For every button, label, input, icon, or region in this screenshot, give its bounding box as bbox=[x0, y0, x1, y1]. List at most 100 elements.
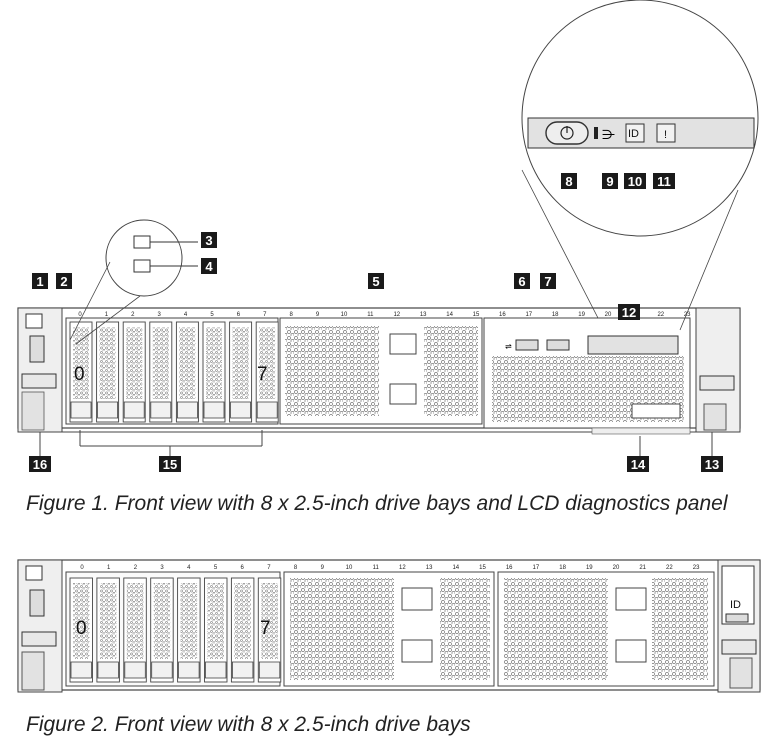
fig2-drive-vent-5 bbox=[207, 583, 224, 659]
bay-number-2: 2 bbox=[131, 312, 135, 318]
callout-label-12: 12 bbox=[622, 305, 636, 320]
vent-a-fig2 bbox=[290, 578, 394, 680]
operator-panel-icon bbox=[25, 313, 43, 329]
bay-number-14: 14 bbox=[446, 312, 453, 318]
fig2-bay-number-12: 12 bbox=[399, 565, 406, 571]
fig2-drive-vent-7 bbox=[261, 583, 278, 659]
callout-badge-10 bbox=[624, 173, 646, 189]
fig2-drive-vent-6 bbox=[234, 583, 251, 659]
callout-badge-13 bbox=[701, 456, 723, 472]
bay-number-0: 0 bbox=[78, 312, 82, 318]
right-handle bbox=[703, 403, 727, 431]
callout-label-15: 15 bbox=[163, 457, 177, 472]
zoom-line-left bbox=[521, 169, 599, 319]
vent-b-fig2 bbox=[440, 578, 490, 680]
callout-badge-9 bbox=[602, 173, 618, 189]
callout-label-4: 4 bbox=[205, 259, 213, 274]
callout-label-5: 5 bbox=[372, 274, 379, 289]
bay-number-17: 17 bbox=[525, 312, 532, 318]
fig2-bay-number-9: 9 bbox=[321, 565, 325, 571]
fig2-bay-number-17: 17 bbox=[533, 565, 540, 571]
callout-badge-12 bbox=[618, 304, 640, 320]
drive-vent-0 bbox=[73, 327, 89, 399]
fig2-bay-number-22: 22 bbox=[666, 565, 673, 571]
rack-latch-2 bbox=[21, 631, 57, 647]
fig2-bay-number-5: 5 bbox=[214, 565, 218, 571]
bay-number-8: 8 bbox=[290, 312, 294, 318]
fig2-bay-number-13: 13 bbox=[426, 565, 433, 571]
id-label: ID bbox=[628, 128, 639, 140]
vent-right bbox=[424, 326, 478, 416]
bay-number-4: 4 bbox=[184, 312, 188, 318]
fig2-bay-number-11: 11 bbox=[373, 565, 380, 571]
filler-latch-top bbox=[389, 333, 417, 355]
fig2-drive-handle-7 bbox=[258, 661, 281, 679]
callout-badge-14 bbox=[627, 456, 649, 472]
bay-number-15: 15 bbox=[473, 312, 480, 318]
lcd-panel-mini bbox=[587, 335, 679, 355]
fig2-drive-vent-4 bbox=[180, 583, 198, 659]
vga-connector bbox=[29, 335, 45, 363]
drive-vent-5 bbox=[206, 327, 222, 399]
zoom-line-right bbox=[679, 189, 739, 331]
callout-badge-2 bbox=[56, 273, 72, 289]
fig2-drive-vent-1 bbox=[99, 583, 117, 659]
callout-label-2: 2 bbox=[60, 274, 67, 289]
fig2-bay-number-8: 8 bbox=[294, 565, 298, 571]
drive-handle-7 bbox=[256, 401, 278, 419]
callout-label-8: 8 bbox=[565, 174, 572, 189]
drive-label-first-2: 0 bbox=[76, 618, 87, 639]
drive-handle-4 bbox=[176, 401, 198, 419]
fig2-drive-handle-0 bbox=[70, 661, 92, 679]
callout-badge-7 bbox=[540, 273, 556, 289]
fig2-drive-handle-1 bbox=[97, 661, 119, 679]
callout-label-1: 1 bbox=[36, 274, 43, 289]
callout-label-9: 9 bbox=[606, 174, 613, 189]
fault-icon: ! bbox=[664, 129, 667, 141]
fig2-drive-handle-2 bbox=[124, 661, 146, 679]
usb-icon: ⇌ bbox=[505, 342, 512, 351]
bay-number-10: 10 bbox=[341, 312, 348, 318]
fig2-drive-handle-6 bbox=[231, 661, 254, 679]
magnifier-line-b bbox=[75, 295, 141, 345]
lcd-handle bbox=[591, 427, 691, 435]
drive-vent-6 bbox=[232, 327, 249, 399]
fig2-bay-number-2: 2 bbox=[134, 565, 138, 571]
callout-badge-4 bbox=[201, 258, 217, 274]
network-led bbox=[594, 127, 598, 139]
callout-badge-8 bbox=[561, 173, 577, 189]
bay-number-12: 12 bbox=[393, 312, 400, 318]
figure-1-caption: Figure 1. Front view with 8 x 2.5-inch d… bbox=[26, 492, 728, 515]
left-handle-2 bbox=[21, 651, 45, 691]
drive-handle-1 bbox=[97, 401, 118, 419]
fig2-drive-handle-3 bbox=[151, 661, 173, 679]
fig2-bay-number-0: 0 bbox=[80, 565, 84, 571]
bay-number-1: 1 bbox=[105, 312, 109, 318]
fig2-bay-number-7: 7 bbox=[267, 565, 271, 571]
fig2-bay-number-23: 23 bbox=[693, 565, 700, 571]
right-latch-2 bbox=[721, 639, 757, 655]
callout-label-3: 3 bbox=[205, 233, 212, 248]
fig2-drive-handle-5 bbox=[205, 661, 227, 679]
drive-handle-5 bbox=[203, 401, 225, 419]
drive-label-last-2: 7 bbox=[260, 618, 271, 639]
fig2-bay-number-10: 10 bbox=[346, 565, 353, 571]
fig2-drive-handle-4 bbox=[178, 661, 200, 679]
figure-2-caption: Figure 2. Front view with 8 x 2.5-inch d… bbox=[26, 713, 471, 736]
fig2-bay-number-6: 6 bbox=[241, 565, 245, 571]
right-latch bbox=[699, 375, 735, 391]
fig2-bay-number-20: 20 bbox=[613, 565, 620, 571]
drive-handle-2 bbox=[123, 401, 145, 419]
drive-label-first: 0 bbox=[74, 364, 85, 385]
fig2-bay-number-21: 21 bbox=[639, 565, 646, 571]
bay-number-9: 9 bbox=[316, 312, 320, 318]
callout-badge-15 bbox=[159, 456, 181, 472]
fig2-bay-number-1: 1 bbox=[107, 565, 111, 571]
bay-number-11: 11 bbox=[367, 312, 374, 318]
vent-d-fig2 bbox=[652, 578, 708, 680]
bay-number-7: 7 bbox=[263, 312, 267, 318]
drive-bays-0-7-fig2 bbox=[69, 577, 282, 683]
bay-number-13: 13 bbox=[420, 312, 427, 318]
